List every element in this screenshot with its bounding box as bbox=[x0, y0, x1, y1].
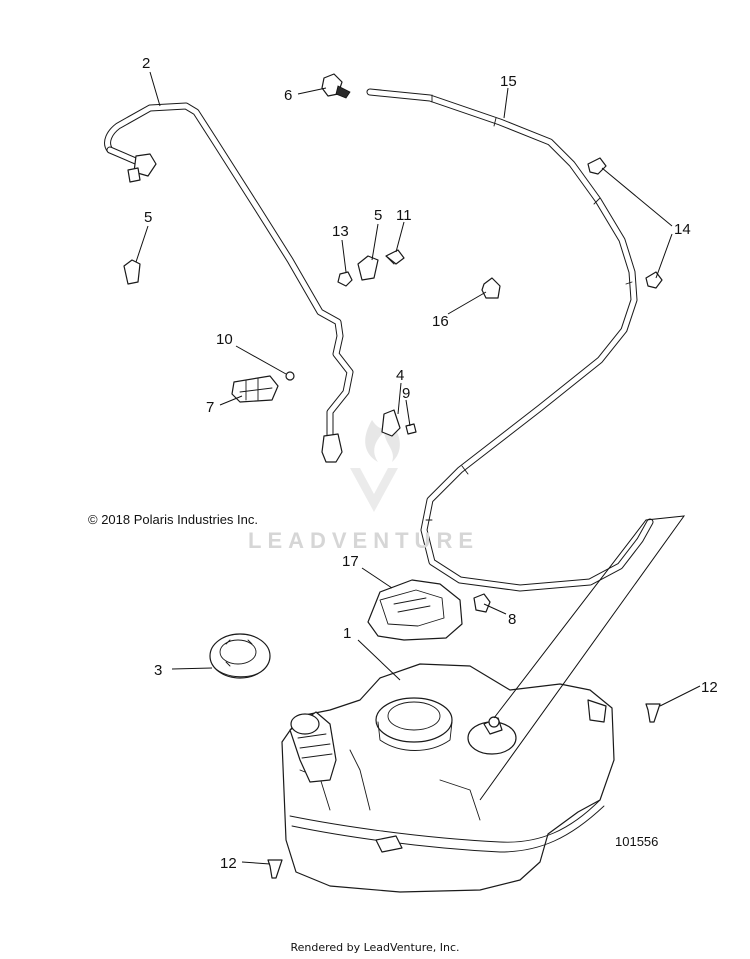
screw-part-12-left bbox=[267, 859, 283, 879]
fuel-tank-part-1 bbox=[281, 663, 615, 893]
leader-6 bbox=[297, 87, 327, 95]
callout-15: 15 bbox=[500, 73, 517, 90]
clip-part-14-lower bbox=[645, 271, 663, 289]
vent-tube-part-2 bbox=[104, 102, 354, 463]
leader-14b bbox=[655, 233, 673, 279]
callout-5a: 5 bbox=[144, 209, 152, 226]
leader-1 bbox=[357, 639, 401, 681]
leader-14a bbox=[601, 167, 673, 227]
clamp-part-4 bbox=[381, 409, 401, 437]
leader-7 bbox=[219, 395, 243, 406]
leader-tank-vent bbox=[479, 515, 686, 801]
vent-tube-part-15 bbox=[366, 88, 654, 592]
callout-8: 8 bbox=[508, 611, 516, 628]
nut-part-9 bbox=[405, 423, 417, 435]
leader-13 bbox=[341, 239, 347, 273]
clamp-part-5-left bbox=[123, 259, 141, 285]
copyright-notice: © 2018 Polaris Industries Inc. bbox=[88, 512, 258, 527]
callout-2: 2 bbox=[142, 55, 150, 72]
callout-12a: 12 bbox=[701, 679, 718, 696]
leader-2 bbox=[149, 71, 161, 107]
bracket-part-7 bbox=[231, 375, 279, 403]
leader-9 bbox=[405, 399, 411, 427]
clip-part-16 bbox=[481, 277, 501, 299]
callout-13: 13 bbox=[332, 223, 349, 240]
callout-1: 1 bbox=[343, 625, 351, 642]
clamp-part-5-center bbox=[357, 255, 379, 281]
callout-9: 9 bbox=[402, 385, 410, 402]
fitting-part-6 bbox=[321, 73, 351, 99]
bolt-part-11 bbox=[385, 249, 405, 265]
leader-17 bbox=[361, 567, 393, 589]
valve-part-8 bbox=[473, 593, 491, 613]
heat-shield-part-17 bbox=[367, 579, 463, 641]
callout-11: 11 bbox=[396, 207, 412, 224]
render-credit: Rendered by LeadVenture, Inc. bbox=[290, 941, 460, 954]
leader-3 bbox=[171, 667, 213, 670]
leader-11 bbox=[395, 221, 405, 253]
leader-5b bbox=[371, 223, 379, 261]
callout-7: 7 bbox=[206, 399, 214, 416]
diagram-id: 101556 bbox=[615, 834, 659, 849]
leader-8 bbox=[483, 603, 507, 615]
leader-lines bbox=[135, 71, 701, 865]
leader-12a bbox=[659, 685, 701, 707]
clip-part-14-upper bbox=[587, 157, 607, 175]
leader-4 bbox=[397, 382, 402, 415]
callout-3: 3 bbox=[154, 662, 162, 679]
callouts: 1 2 3 4 5 5 6 7 8 9 10 11 12 12 13 14 15… bbox=[142, 55, 718, 872]
nut-part-13 bbox=[337, 271, 353, 287]
callout-10: 10 bbox=[216, 331, 233, 348]
leader-10 bbox=[235, 345, 287, 375]
screw-part-12-right bbox=[645, 703, 661, 723]
leader-12b bbox=[241, 861, 271, 865]
screw-part-10 bbox=[285, 371, 295, 381]
leader-5a bbox=[135, 225, 149, 263]
callout-5b: 5 bbox=[374, 207, 382, 224]
callout-4: 4 bbox=[396, 367, 404, 384]
leader-16 bbox=[447, 291, 487, 315]
callout-12b: 12 bbox=[220, 855, 237, 872]
leader-15 bbox=[503, 87, 509, 119]
callout-16: 16 bbox=[432, 313, 449, 330]
watermark-text: LEADVENTURE bbox=[248, 528, 480, 553]
callout-14: 14 bbox=[674, 221, 691, 238]
callout-6: 6 bbox=[284, 87, 292, 104]
callout-17: 17 bbox=[342, 553, 359, 570]
fuel-cap-part-3 bbox=[209, 633, 271, 679]
